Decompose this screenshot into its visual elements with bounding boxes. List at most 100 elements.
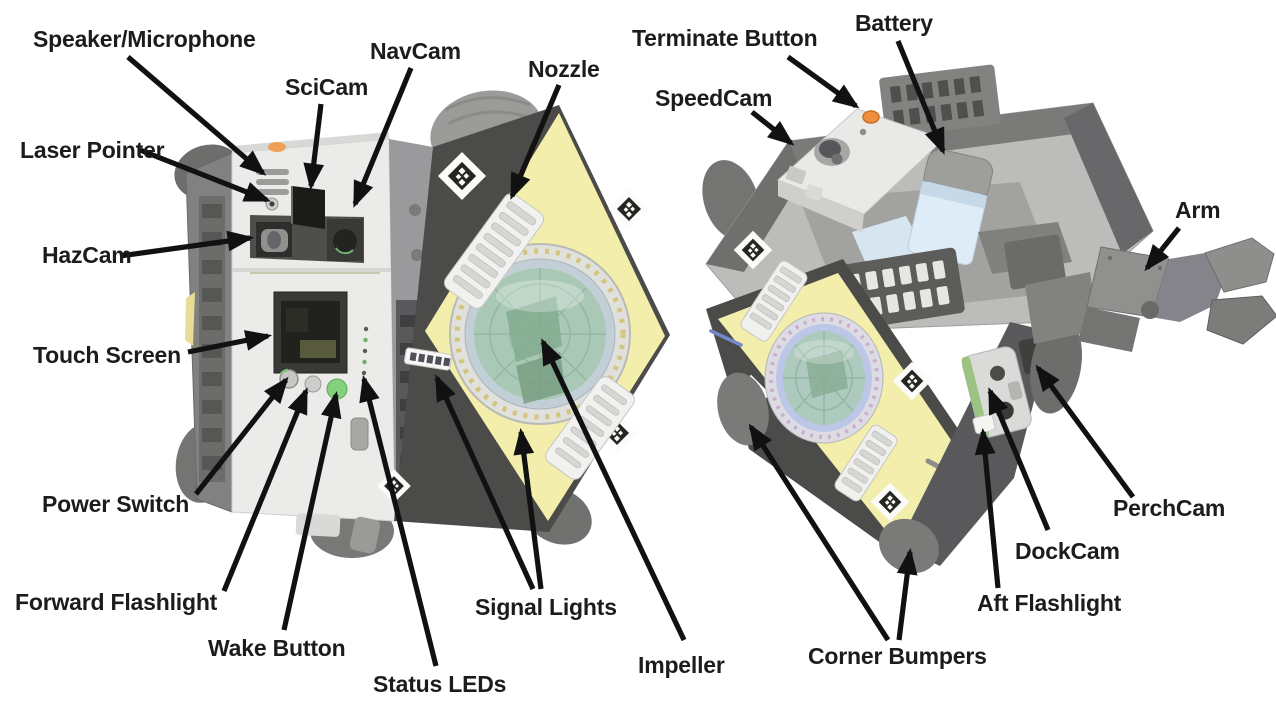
robot-aft-view — [702, 64, 1276, 574]
label-forward-flashlight: Forward Flashlight — [15, 589, 218, 615]
bumper-rib — [444, 96, 531, 112]
terminate-button-orange — [862, 110, 880, 124]
callout-laser-pointer: Laser Pointer — [20, 137, 271, 203]
label-signal-lights: Signal Lights — [475, 594, 617, 620]
arm-mount — [1025, 272, 1098, 344]
panel-blue-streak — [709, 329, 743, 347]
label-speaker-microphone: Speaker/Microphone — [33, 26, 256, 52]
arrow-impeller — [540, 338, 687, 642]
base-fitting — [295, 513, 341, 537]
arrow-status-leds — [359, 374, 439, 667]
arrow-scicam — [303, 103, 325, 191]
impeller-highlight — [496, 280, 584, 312]
lower-cylinder — [350, 417, 369, 451]
arrow-perchcam — [1035, 364, 1136, 499]
module-notch — [785, 165, 807, 185]
arrow-nozzle — [509, 83, 562, 200]
callout-perchcam: PerchCam — [1035, 364, 1225, 521]
nozzle-grille — [443, 193, 545, 309]
touch-screen-content — [300, 340, 336, 358]
port-yellow-sliver — [185, 292, 195, 346]
battery-pack — [907, 149, 993, 266]
speedcam-knob — [831, 153, 843, 165]
arrow-touch-screen — [187, 330, 273, 355]
label-laser-pointer: Laser Pointer — [20, 137, 165, 163]
label-scicam: SciCam — [285, 74, 368, 100]
arrow-navcam — [352, 67, 414, 208]
label-wake-button: Wake Button — [208, 635, 346, 661]
arrow-arm — [1144, 226, 1182, 272]
arm-claw-lower — [1206, 295, 1276, 345]
callout-nozzle: Nozzle — [509, 56, 600, 200]
panel-seam — [232, 268, 392, 272]
corner-bumper — [879, 518, 939, 574]
impeller-highlight — [794, 340, 854, 364]
nozzle-grille — [740, 260, 808, 342]
label-nozzle: Nozzle — [528, 56, 600, 82]
arm-elbow — [1141, 301, 1159, 319]
avionics-module-side — [778, 180, 864, 232]
top-orange-component — [268, 142, 286, 152]
callout-scicam: SciCam — [285, 74, 368, 191]
label-aft-flashlight: Aft Flashlight — [977, 590, 1122, 616]
laser-pointer-aperture — [269, 201, 275, 207]
module-hole — [859, 128, 867, 136]
arrow-laser-pointer — [139, 147, 271, 203]
arrow-signal-lights — [513, 427, 544, 590]
arrow-corner-bumpers — [896, 547, 918, 641]
label-power-switch: Power Switch — [42, 491, 189, 517]
scicam-opening — [292, 186, 325, 229]
callout-terminate-button: Terminate Button — [632, 25, 860, 109]
rear-vent-panel — [879, 64, 1001, 138]
impeller-blade — [806, 350, 848, 398]
deck-right-band — [1064, 103, 1153, 254]
label-hazcam: HazCam — [42, 242, 132, 268]
navcam-lens-ring — [335, 247, 354, 255]
status-led-column — [361, 326, 369, 376]
arrow-battery — [895, 40, 946, 155]
callout-signal-lights: Signal Lights — [434, 374, 617, 620]
label-status-leds: Status LEDs — [373, 671, 506, 697]
navcam-lens — [333, 229, 357, 253]
arm-wrist — [1151, 253, 1228, 322]
callout-aft-flashlight: Aft Flashlight — [974, 427, 1122, 616]
panel-seam-accent — [250, 272, 380, 274]
impeller-aft — [764, 312, 884, 444]
arrow-speaker-microphone — [126, 55, 267, 176]
arm-link — [1078, 307, 1140, 352]
channel-screw — [409, 204, 421, 216]
callout-hazcam: HazCam — [42, 230, 255, 268]
nozzle-grille — [834, 424, 898, 502]
signal-light-strip — [403, 347, 453, 371]
touch-screen-content — [286, 308, 308, 332]
callout-speaker-microphone: Speaker/Microphone — [33, 26, 267, 176]
power-switch-glow — [279, 368, 289, 375]
callout-wake-button: Wake Button — [208, 390, 346, 661]
dock-sensor — [989, 365, 1005, 381]
arrow-terminate-button — [786, 54, 860, 109]
callout-power-switch: Power Switch — [42, 376, 289, 517]
label-speedcam: SpeedCam — [655, 85, 772, 111]
label-navcam: NavCam — [370, 38, 461, 64]
arrow-corner-bumpers — [748, 423, 891, 642]
callout-dockcam: DockCam — [987, 387, 1120, 564]
hazcam-aperture — [267, 231, 281, 249]
arrow-signal-lights — [434, 374, 536, 591]
label-corner-bumpers: Corner Bumpers — [808, 643, 987, 669]
label-battery: Battery — [855, 10, 933, 36]
label-terminate-button: Terminate Button — [632, 25, 817, 51]
channel-screw — [411, 249, 423, 261]
arrow-hazcam — [119, 230, 255, 259]
arrow-forward-flashlight — [221, 387, 309, 592]
label-arm: Arm — [1175, 197, 1220, 223]
arrow-wake-button — [281, 390, 342, 631]
deck-right-box — [1004, 234, 1066, 290]
callout-forward-flashlight: Forward Flashlight — [15, 387, 309, 615]
callout-impeller: Impeller — [540, 338, 725, 678]
base-cylinder — [349, 516, 381, 554]
callout-navcam: NavCam — [352, 38, 461, 208]
arrow-aft-flashlight — [974, 427, 1001, 589]
